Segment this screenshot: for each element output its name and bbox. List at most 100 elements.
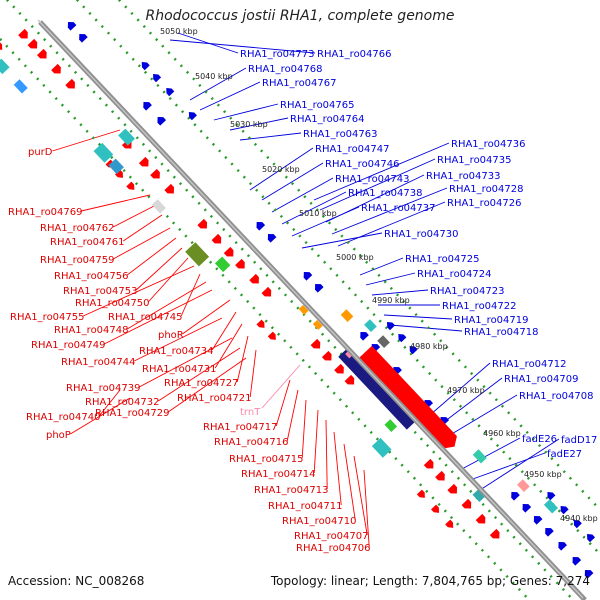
feature-block [108, 158, 124, 175]
feature-block [364, 319, 377, 333]
gene-arrow [587, 534, 596, 543]
gene-arrow [256, 319, 265, 328]
gene-arrow [249, 273, 259, 284]
feature-block [543, 499, 558, 514]
forward-gene [321, 350, 332, 361]
gene-arrow [223, 246, 234, 257]
reverse-gene [398, 334, 407, 343]
gene-label: purD [28, 147, 53, 158]
leader-line [353, 455, 368, 536]
gene-label: RHA1_ro04711 [268, 501, 343, 512]
gene-arrow [197, 218, 208, 229]
forward-gene [334, 363, 344, 374]
leader-line [363, 469, 370, 548]
feature-block [312, 319, 323, 330]
gene-label: RHA1_ro04747 [315, 144, 390, 155]
kbp-tick-label: 5040 kbp [195, 72, 233, 81]
forward-gene [310, 338, 321, 349]
feature-block [543, 499, 558, 514]
gene-label: RHA1_ro04729 [95, 408, 170, 419]
leader-line [261, 162, 324, 201]
leader-line [343, 443, 356, 521]
gene-arrow [409, 346, 418, 355]
gene-label: RHA1_ro04732 [85, 397, 160, 408]
feature-block [185, 242, 210, 267]
reverse-gene [188, 112, 197, 121]
leader-line [301, 232, 383, 249]
leader-line [189, 67, 247, 101]
kbp-tick-label: 4980 kbp [410, 342, 448, 351]
feature-block [472, 489, 486, 503]
leader-line [337, 201, 446, 247]
leader-line [239, 132, 302, 141]
gene-arrow [18, 28, 28, 39]
leader-line [333, 431, 342, 506]
forward-gene [138, 156, 149, 167]
feature-block [472, 449, 487, 464]
gene-arrow [416, 489, 425, 498]
gene-arrow [126, 181, 135, 190]
leader-line [126, 237, 177, 276]
reverse-gene [153, 74, 162, 83]
gene-arrow [475, 513, 486, 524]
reverse-gene [143, 102, 152, 111]
forward-gene [267, 331, 276, 340]
large-forward-gene [358, 345, 457, 449]
gene-label: RHA1_ro04749 [31, 340, 106, 351]
gene-label: RHA1_ro04739 [66, 383, 141, 394]
kbp-tick-label: 5010 kbp [299, 209, 337, 218]
feature-block [108, 158, 124, 175]
forward-gene [51, 63, 61, 74]
gene-arrow [489, 528, 500, 539]
leader-line [389, 324, 463, 332]
leader-line [359, 257, 404, 276]
reverse-gene [166, 88, 175, 97]
large-feature-block [338, 347, 417, 430]
forward-gene [489, 528, 500, 539]
reverse-gene [573, 520, 582, 529]
forward-gene [197, 218, 208, 229]
leader-line [371, 289, 429, 296]
feature-block [93, 142, 114, 163]
feature-block [340, 309, 354, 323]
reverse-gene [547, 492, 556, 501]
leader-line [98, 389, 121, 417]
reverse-gene [303, 272, 313, 281]
forward-gene [435, 470, 445, 481]
gene-label: RHA1_ro04723 [430, 286, 505, 297]
gene-label: fadE26 [522, 434, 557, 445]
gene-arrow [344, 374, 355, 385]
reverse-gene [587, 534, 596, 543]
leader-line [325, 419, 328, 490]
gene-arrow [511, 492, 520, 501]
forward-gene [416, 489, 425, 498]
gene-arrow [164, 183, 175, 194]
gene-label: RHA1_ro04736 [451, 139, 526, 150]
gene-label: RHA1_ro04734 [139, 346, 214, 357]
leader-line [301, 399, 307, 459]
gene-label: RHA1_ro04738 [348, 188, 423, 199]
forward-gene [261, 286, 272, 297]
gene-label: RHA1_ro04759 [40, 255, 115, 266]
gene-label: RHA1_ro04706 [296, 543, 371, 554]
gene-label: RHA1_ro04722 [442, 301, 517, 312]
gene-label: RHA1_ro04725 [405, 254, 480, 265]
gene-label: fadE27 [547, 449, 582, 460]
gene-label: RHA1_ro04721 [177, 393, 252, 404]
gene-features [0, 22, 596, 579]
leader-line [182, 299, 231, 335]
leader-line [439, 377, 503, 426]
feature-block [340, 309, 354, 323]
gene-label: RHA1_ro04714 [241, 469, 316, 480]
leader-line [135, 247, 183, 291]
feature-block [371, 437, 392, 458]
reverse-gene [572, 557, 582, 566]
forward-gene [0, 41, 3, 50]
gene-label: RHA1_ro04753 [63, 286, 138, 297]
forward-gene [211, 233, 222, 244]
gene-label: RHA1_ro04727 [164, 378, 239, 389]
gene-label: RHA1_ro04740 [26, 412, 101, 423]
leader-line [271, 177, 334, 213]
gene-label: RHA1_ro04728 [449, 184, 524, 195]
